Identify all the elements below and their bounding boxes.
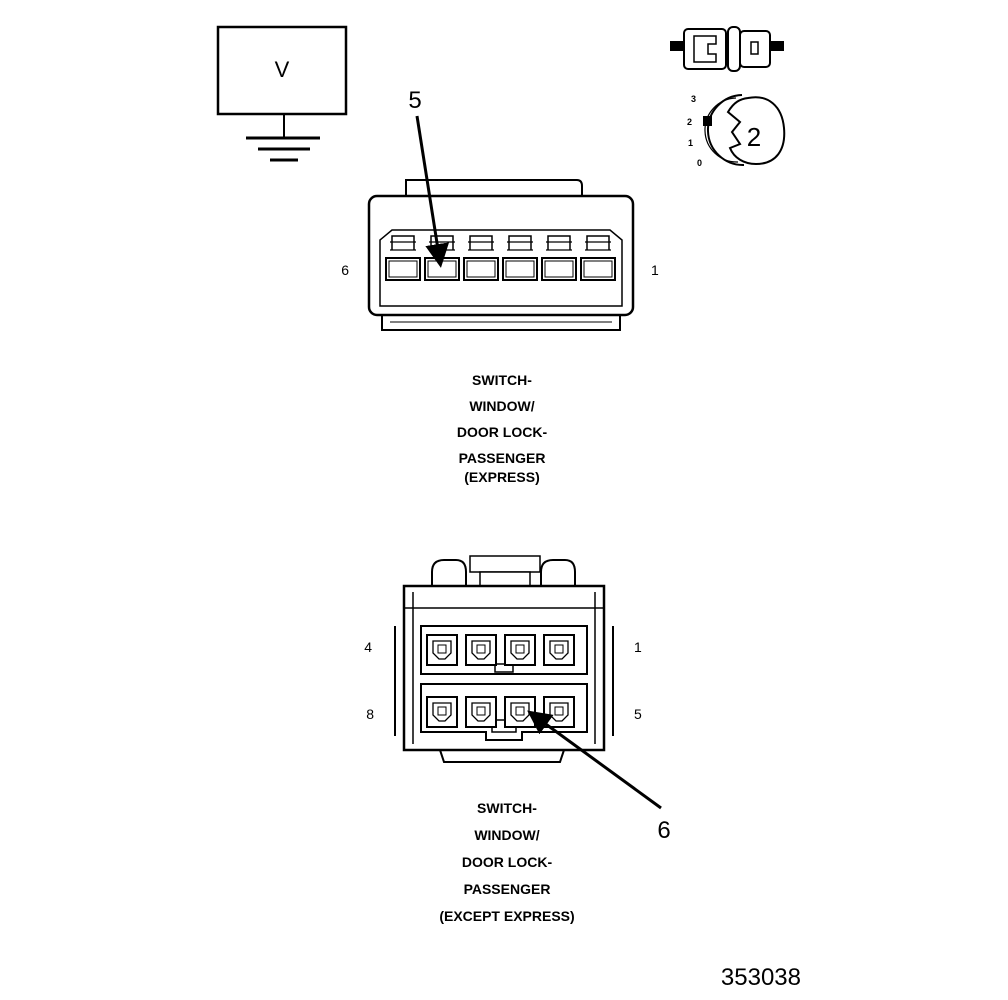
caption-express-line-5: (EXPRESS) (464, 469, 539, 485)
cavity-except-1 (543, 634, 575, 666)
pin-label-8: 8 (366, 706, 374, 722)
ignition-key-position: 2 (747, 122, 761, 152)
cavity-express-3 (502, 235, 538, 281)
cavity-except-4 (426, 634, 458, 666)
cavity-except-3 (465, 634, 497, 666)
figure-number: 353038 (721, 964, 801, 991)
cavity-except-8 (426, 696, 458, 728)
caption-except-express: SWITCH- WINDOW/ DOOR LOCK- PASSENGER (EX… (439, 800, 574, 924)
ignition-position-1: 1 (688, 138, 693, 148)
caption-except-line-5: (EXCEPT EXPRESS) (439, 908, 574, 924)
caption-express-line-3: DOOR LOCK- (457, 424, 548, 440)
pin-label-6: 6 (341, 262, 349, 278)
pin-label-1-bottom: 1 (634, 639, 642, 655)
cavity-except-7 (465, 696, 497, 728)
caption-except-line-3: DOOR LOCK- (462, 854, 553, 870)
connector-plug-icon (670, 26, 784, 72)
cavity-express-6 (385, 235, 421, 281)
callout-label-5: 5 (408, 87, 421, 114)
cavity-except-5 (543, 696, 575, 728)
caption-except-line-2: WINDOW/ (474, 827, 539, 843)
caption-except-line-1: SWITCH- (477, 800, 537, 816)
pin-label-5: 5 (634, 706, 642, 722)
ignition-position-0: 0 (697, 158, 702, 168)
caption-express-line-2: WINDOW/ (469, 398, 534, 414)
callout-label-6: 6 (657, 817, 670, 844)
cavity-express-1 (580, 235, 616, 281)
cavity-except-6 (504, 696, 536, 728)
ground-icon (246, 136, 320, 162)
pin-label-4: 4 (364, 639, 372, 655)
caption-express-line-1: SWITCH- (472, 372, 532, 388)
caption-except-line-4: PASSENGER (464, 881, 551, 897)
caption-express: SWITCH- WINDOW/ DOOR LOCK- PASSENGER (EX… (457, 372, 548, 485)
cavity-express-2 (541, 235, 577, 281)
pin-label-1: 1 (651, 262, 659, 278)
callout-arrow-5 (415, 115, 450, 268)
connector-express: 6 1 5 (341, 87, 659, 331)
ignition-position-2: 2 (687, 117, 692, 127)
voltmeter: V (216, 25, 348, 138)
ignition-key-icon: 3 2 1 0 2 (687, 94, 786, 168)
ignition-position-3: 3 (691, 94, 696, 104)
cavity-express-4 (463, 235, 499, 281)
connector-except-express: 4 1 8 5 6 (364, 555, 671, 844)
voltmeter-symbol: V (275, 57, 290, 82)
caption-express-line-4: PASSENGER (459, 450, 546, 466)
cavity-except-2 (504, 634, 536, 666)
callout-arrow-6 (527, 710, 662, 810)
